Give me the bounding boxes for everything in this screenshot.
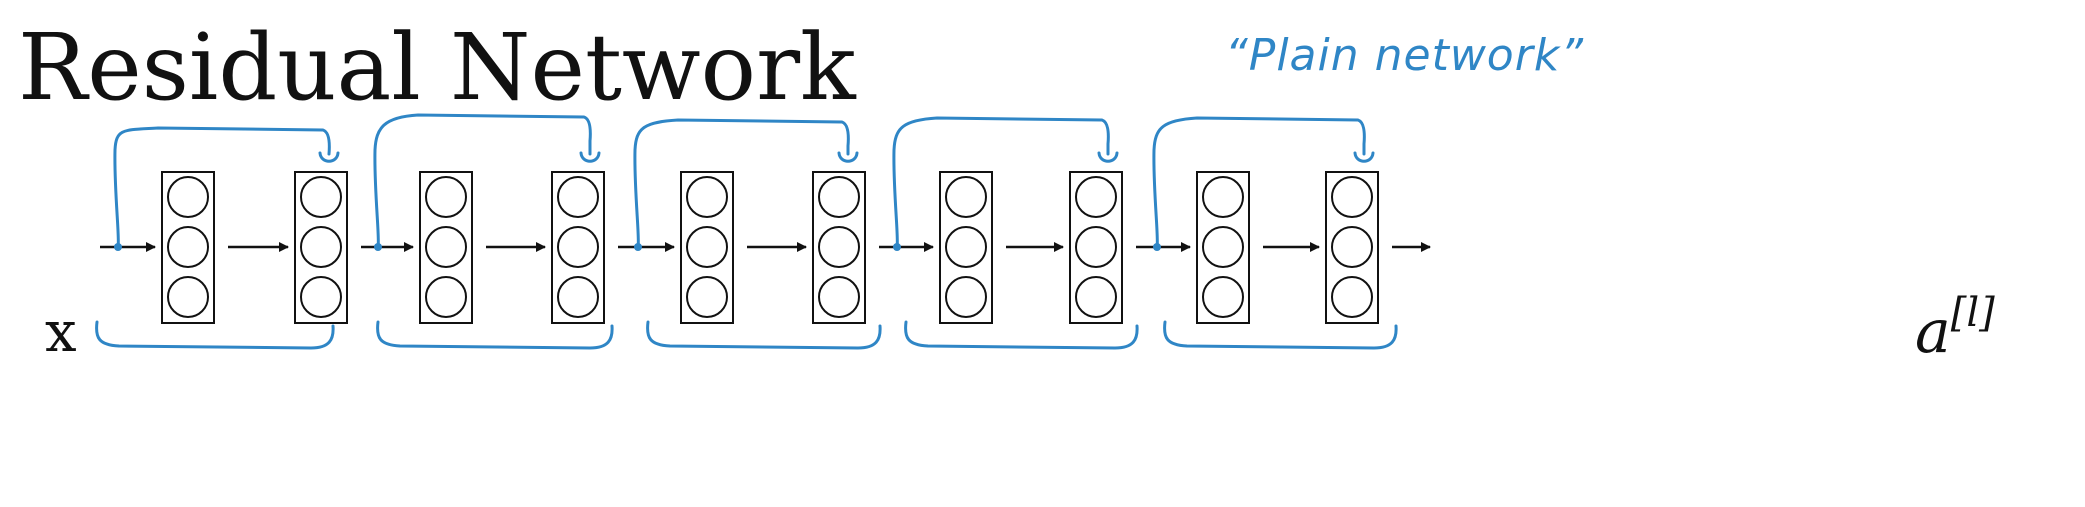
neuron-b1-l1-n1 <box>167 176 209 218</box>
layer-b5-l1 <box>1196 171 1250 324</box>
block-brackets-group <box>95 320 1398 350</box>
neuron-b1-l2-n2 <box>300 226 342 268</box>
neuron-b3-l1-n1 <box>686 176 728 218</box>
skip-junction-3 <box>634 243 642 251</box>
neuron-b2-l1-n2 <box>425 226 467 268</box>
neuron-b5-l2-n3 <box>1331 276 1373 318</box>
skip-connection-5 <box>1152 116 1375 249</box>
block-bracket-3 <box>646 320 882 350</box>
layer-b2-l2 <box>551 171 605 324</box>
layer-b4-l2 <box>1069 171 1123 324</box>
neuron-b1-l2-n1 <box>300 176 342 218</box>
layer-b3-l2 <box>812 171 866 324</box>
skip-junction-5 <box>1153 243 1161 251</box>
block-bracket-2 <box>376 320 614 350</box>
neuron-b4-l1-n1 <box>945 176 987 218</box>
block-bracket-4 <box>904 320 1139 350</box>
output-label-superscript: [l] <box>1950 290 1995 336</box>
input-label-x: x <box>45 300 77 365</box>
skip-junction-1 <box>114 243 122 251</box>
skip-connections-group <box>113 113 1375 251</box>
neuron-b3-l2-n3 <box>818 276 860 318</box>
skip-connection-3 <box>633 118 859 249</box>
layer-b3-l1 <box>680 171 734 324</box>
block-bracket-5 <box>1163 320 1398 350</box>
neuron-b4-l2-n2 <box>1075 226 1117 268</box>
neuron-b4-l1-n3 <box>945 276 987 318</box>
neuron-b2-l2-n3 <box>557 276 599 318</box>
layers-group <box>161 171 1379 324</box>
skip-connection-4 <box>892 116 1119 249</box>
neuron-b5-l1-n3 <box>1202 276 1244 318</box>
neuron-b2-l2-n1 <box>557 176 599 218</box>
neuron-b4-l2-n1 <box>1075 176 1117 218</box>
skip-junction-2 <box>374 243 382 251</box>
neuron-b5-l2-n2 <box>1331 226 1373 268</box>
neuron-b4-l2-n3 <box>1075 276 1117 318</box>
layer-b4-l1 <box>939 171 993 324</box>
neuron-b3-l2-n2 <box>818 226 860 268</box>
neuron-b3-l1-n2 <box>686 226 728 268</box>
neuron-b4-l1-n2 <box>945 226 987 268</box>
neuron-b2-l1-n3 <box>425 276 467 318</box>
layer-b2-l1 <box>419 171 473 324</box>
plain-network-annotation: “Plain network” <box>1225 30 1585 81</box>
neuron-b3-l1-n3 <box>686 276 728 318</box>
neuron-b5-l1-n2 <box>1202 226 1244 268</box>
page-title: Residual Network <box>18 14 856 121</box>
layer-b1-l2 <box>294 171 348 324</box>
neuron-b5-l1-n1 <box>1202 176 1244 218</box>
output-label-base: a <box>1915 297 1951 367</box>
skip-connection-1 <box>113 126 340 249</box>
neuron-b2-l1-n1 <box>425 176 467 218</box>
layer-b1-l1 <box>161 171 215 324</box>
skip-junction-4 <box>893 243 901 251</box>
neuron-b5-l2-n1 <box>1331 176 1373 218</box>
neuron-b1-l2-n3 <box>300 276 342 318</box>
neuron-b2-l2-n2 <box>557 226 599 268</box>
neuron-b1-l1-n3 <box>167 276 209 318</box>
block-bracket-1 <box>95 320 335 350</box>
neuron-b3-l2-n1 <box>818 176 860 218</box>
skip-connection-2 <box>373 113 601 249</box>
output-label: a[l] <box>1915 290 1995 367</box>
neuron-b1-l1-n2 <box>167 226 209 268</box>
layer-b5-l2 <box>1325 171 1379 324</box>
